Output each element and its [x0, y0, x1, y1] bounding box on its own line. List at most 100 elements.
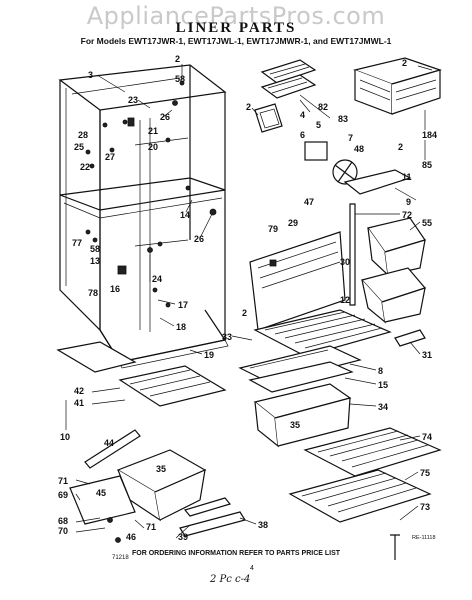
callout-39: 39 — [178, 532, 188, 542]
callout-46: 46 — [126, 532, 136, 542]
callout-72: 72 — [402, 210, 412, 220]
side-rail — [349, 203, 356, 306]
callout-2c: 2 — [402, 58, 407, 68]
callout-41: 41 — [74, 398, 84, 408]
crisper-drawer — [253, 383, 352, 448]
trim-44 — [84, 429, 141, 469]
callout-4: 4 — [300, 110, 305, 120]
ice-bin — [352, 57, 442, 115]
callout-184: 184 — [422, 130, 437, 140]
callout-26: 26 — [160, 112, 170, 122]
model-list-subtitle: For Models EWT17JWR-1, EWT17JWL-1, EWT17… — [80, 36, 392, 46]
callout-2b: 2 — [246, 102, 251, 112]
freezer-shelf-41 — [118, 365, 227, 407]
pan-12 — [360, 267, 427, 324]
back-wall-panel — [249, 231, 346, 331]
callout-58: 58 — [175, 74, 185, 84]
page-title: LINER PARTS — [175, 20, 297, 36]
callout-77: 77 — [72, 238, 82, 248]
wire-shelf-75 — [288, 469, 432, 523]
callout-2e: 2 — [242, 308, 247, 318]
ice-tray-assembly — [254, 59, 317, 133]
liner-cabinet — [58, 64, 229, 369]
callout-35b: 35 — [156, 464, 166, 474]
evaporator-cover — [343, 169, 412, 195]
callout-10: 10 — [60, 432, 70, 442]
callout-27: 27 — [105, 152, 115, 162]
callout-69: 69 — [58, 490, 68, 500]
callout-71b: 71 — [146, 522, 156, 532]
callout-19: 19 — [204, 350, 214, 360]
callout-23: 23 — [128, 95, 138, 105]
shelf-frame-15 — [248, 361, 354, 393]
callout-44: 44 — [104, 438, 114, 448]
figure-code-left: 71218 — [112, 555, 129, 561]
callout-55: 55 — [422, 218, 432, 228]
callout-2: 2 — [175, 54, 180, 64]
callout-38: 38 — [258, 520, 268, 530]
callout-14: 14 — [180, 210, 190, 220]
callout-12: 12 — [340, 295, 350, 305]
callout-26b: 26 — [194, 234, 204, 244]
callout-74: 74 — [422, 432, 432, 442]
callout-29: 29 — [288, 218, 298, 228]
callout-34: 34 — [378, 402, 388, 412]
tray-31 — [394, 329, 426, 347]
callout-21: 21 — [148, 126, 158, 136]
callout-15: 15 — [378, 380, 388, 390]
callout-20: 20 — [148, 142, 158, 152]
callout-24: 24 — [152, 274, 162, 284]
callout-22: 22 — [80, 162, 90, 172]
handwritten-note: 2 Pc c-4 — [210, 574, 251, 585]
ordering-instruction: FOR ORDERING INFORMATION REFER TO PARTS … — [131, 550, 341, 557]
stud-73 — [390, 534, 400, 560]
callout-numbers: 3 2 58 23 26 21 28 20 25 27 22 2 82 83 4… — [58, 54, 437, 542]
callout-58b: 58 — [90, 244, 100, 254]
figure-code-right: RE-11118 — [412, 535, 436, 541]
callout-30: 30 — [340, 257, 350, 267]
screw-46 — [115, 537, 121, 543]
callout-5: 5 — [316, 120, 321, 130]
callout-47: 47 — [304, 197, 314, 207]
page-number: 4 — [250, 565, 254, 572]
callout-7: 7 — [348, 133, 353, 143]
callout-28: 28 — [78, 130, 88, 140]
callout-8: 8 — [378, 366, 383, 376]
callout-13: 13 — [90, 256, 100, 266]
callout-73: 73 — [420, 502, 430, 512]
trim-45 — [69, 475, 136, 525]
callout-85: 85 — [422, 160, 432, 170]
callout-68: 68 — [58, 516, 68, 526]
callout-42: 42 — [74, 386, 84, 396]
wire-shelf-upper — [253, 309, 392, 357]
callout-9: 9 — [406, 197, 411, 207]
freezer-shelf-42 — [56, 341, 137, 373]
fan-motor — [304, 141, 358, 185]
callout-70: 70 — [58, 526, 68, 536]
callout-6: 6 — [300, 130, 305, 140]
pan-55 — [366, 217, 426, 277]
callout-11: 11 — [402, 172, 412, 182]
callout-17: 17 — [178, 300, 188, 310]
screw-70 — [107, 517, 113, 523]
callout-31: 31 — [422, 350, 432, 360]
callout-71: 71 — [58, 476, 68, 486]
freezer-bin — [116, 449, 207, 522]
callout-75: 75 — [420, 468, 430, 478]
callout-16: 16 — [110, 284, 120, 294]
leader-lines — [65, 64, 433, 539]
callout-18: 18 — [176, 322, 186, 332]
callout-48: 48 — [354, 144, 364, 154]
wire-shelf-74 — [303, 427, 442, 477]
callout-79: 79 — [268, 224, 278, 234]
callout-2d: 2 — [398, 142, 403, 152]
watermark: AppliancePartsPros.com — [86, 2, 386, 30]
callout-78: 78 — [88, 288, 98, 298]
callout-25: 25 — [74, 142, 84, 152]
callout-3: 3 — [88, 70, 93, 80]
callout-45: 45 — [96, 488, 106, 498]
callout-82: 82 — [318, 102, 328, 112]
callout-33: 33 — [222, 332, 232, 342]
callout-83: 83 — [338, 114, 348, 124]
